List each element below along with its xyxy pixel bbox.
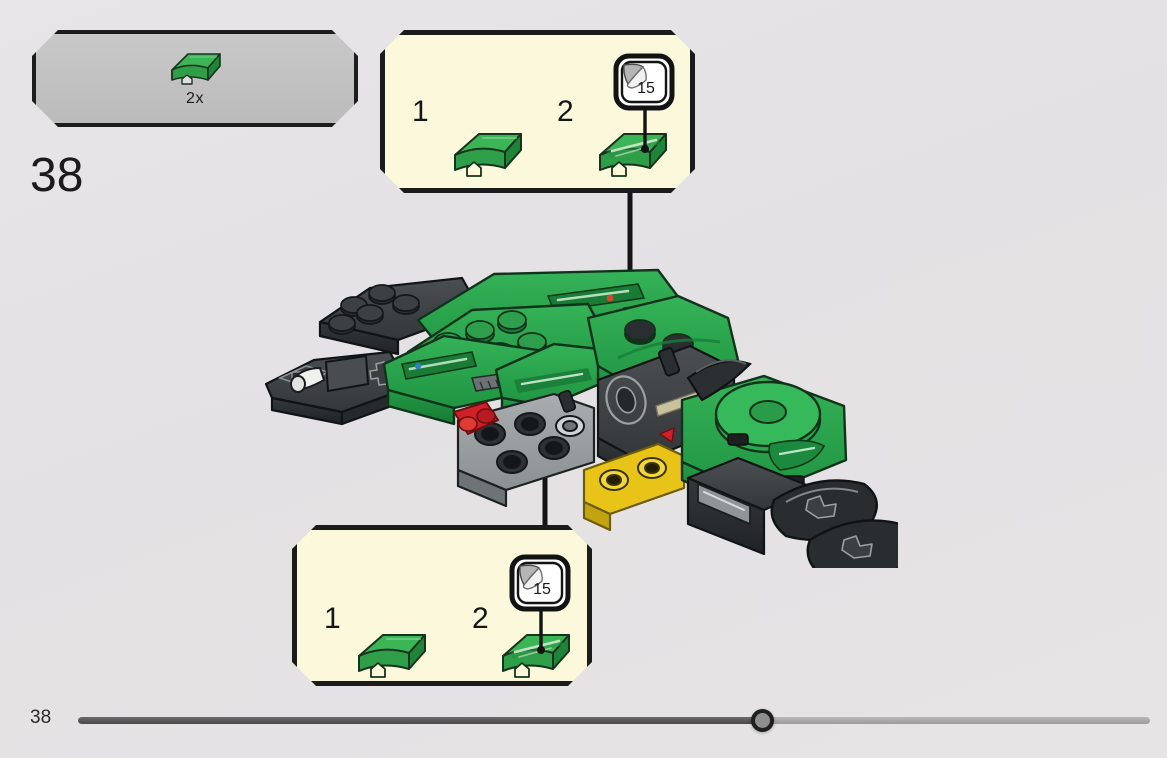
substep-brick-plain	[349, 628, 441, 686]
substep-label-1: 1	[324, 602, 341, 635]
step-number: 38	[30, 149, 84, 202]
substep-label-1: 1	[412, 95, 429, 128]
part-count-label: 2x	[186, 89, 204, 107]
progress-track-completed[interactable]	[78, 717, 765, 724]
substep-brick-stickered	[590, 127, 682, 185]
parts-list-box: 2x	[32, 30, 358, 127]
substep-brick-plain	[445, 127, 537, 185]
substep-label-2: 2	[557, 95, 574, 128]
sticker-number: 15	[637, 80, 655, 97]
model-red-detail	[452, 400, 500, 436]
model-treads	[770, 479, 898, 568]
callout-box-top: 1 2 15	[380, 30, 695, 193]
substep-label-2: 2	[472, 602, 489, 635]
progress-knob[interactable]	[751, 709, 774, 732]
progress-track-remaining[interactable]	[762, 717, 1150, 724]
substep-brick-stickered	[493, 628, 585, 686]
model-assembly	[264, 268, 898, 568]
footer: 38	[0, 696, 1167, 758]
callout-box-bottom: 1 2 15	[292, 525, 592, 686]
sticker-connector-line	[533, 610, 563, 658]
curved-slope-2x2-icon	[158, 46, 232, 88]
parts-list-contents: 2x	[36, 34, 354, 123]
model-front-wedge	[264, 350, 410, 426]
sticker-badge-icon: 15	[509, 554, 571, 616]
model-small-details	[558, 347, 681, 413]
sticker-number: 15	[533, 581, 551, 598]
model-yellow-light-block	[582, 442, 686, 532]
part-entry: 2x	[158, 46, 232, 108]
sticker-badge-icon: 15	[613, 53, 675, 115]
sticker-connector-line	[637, 109, 667, 157]
footer-page-number: 38	[30, 707, 52, 728]
model-exhaust-cluster	[456, 392, 596, 508]
